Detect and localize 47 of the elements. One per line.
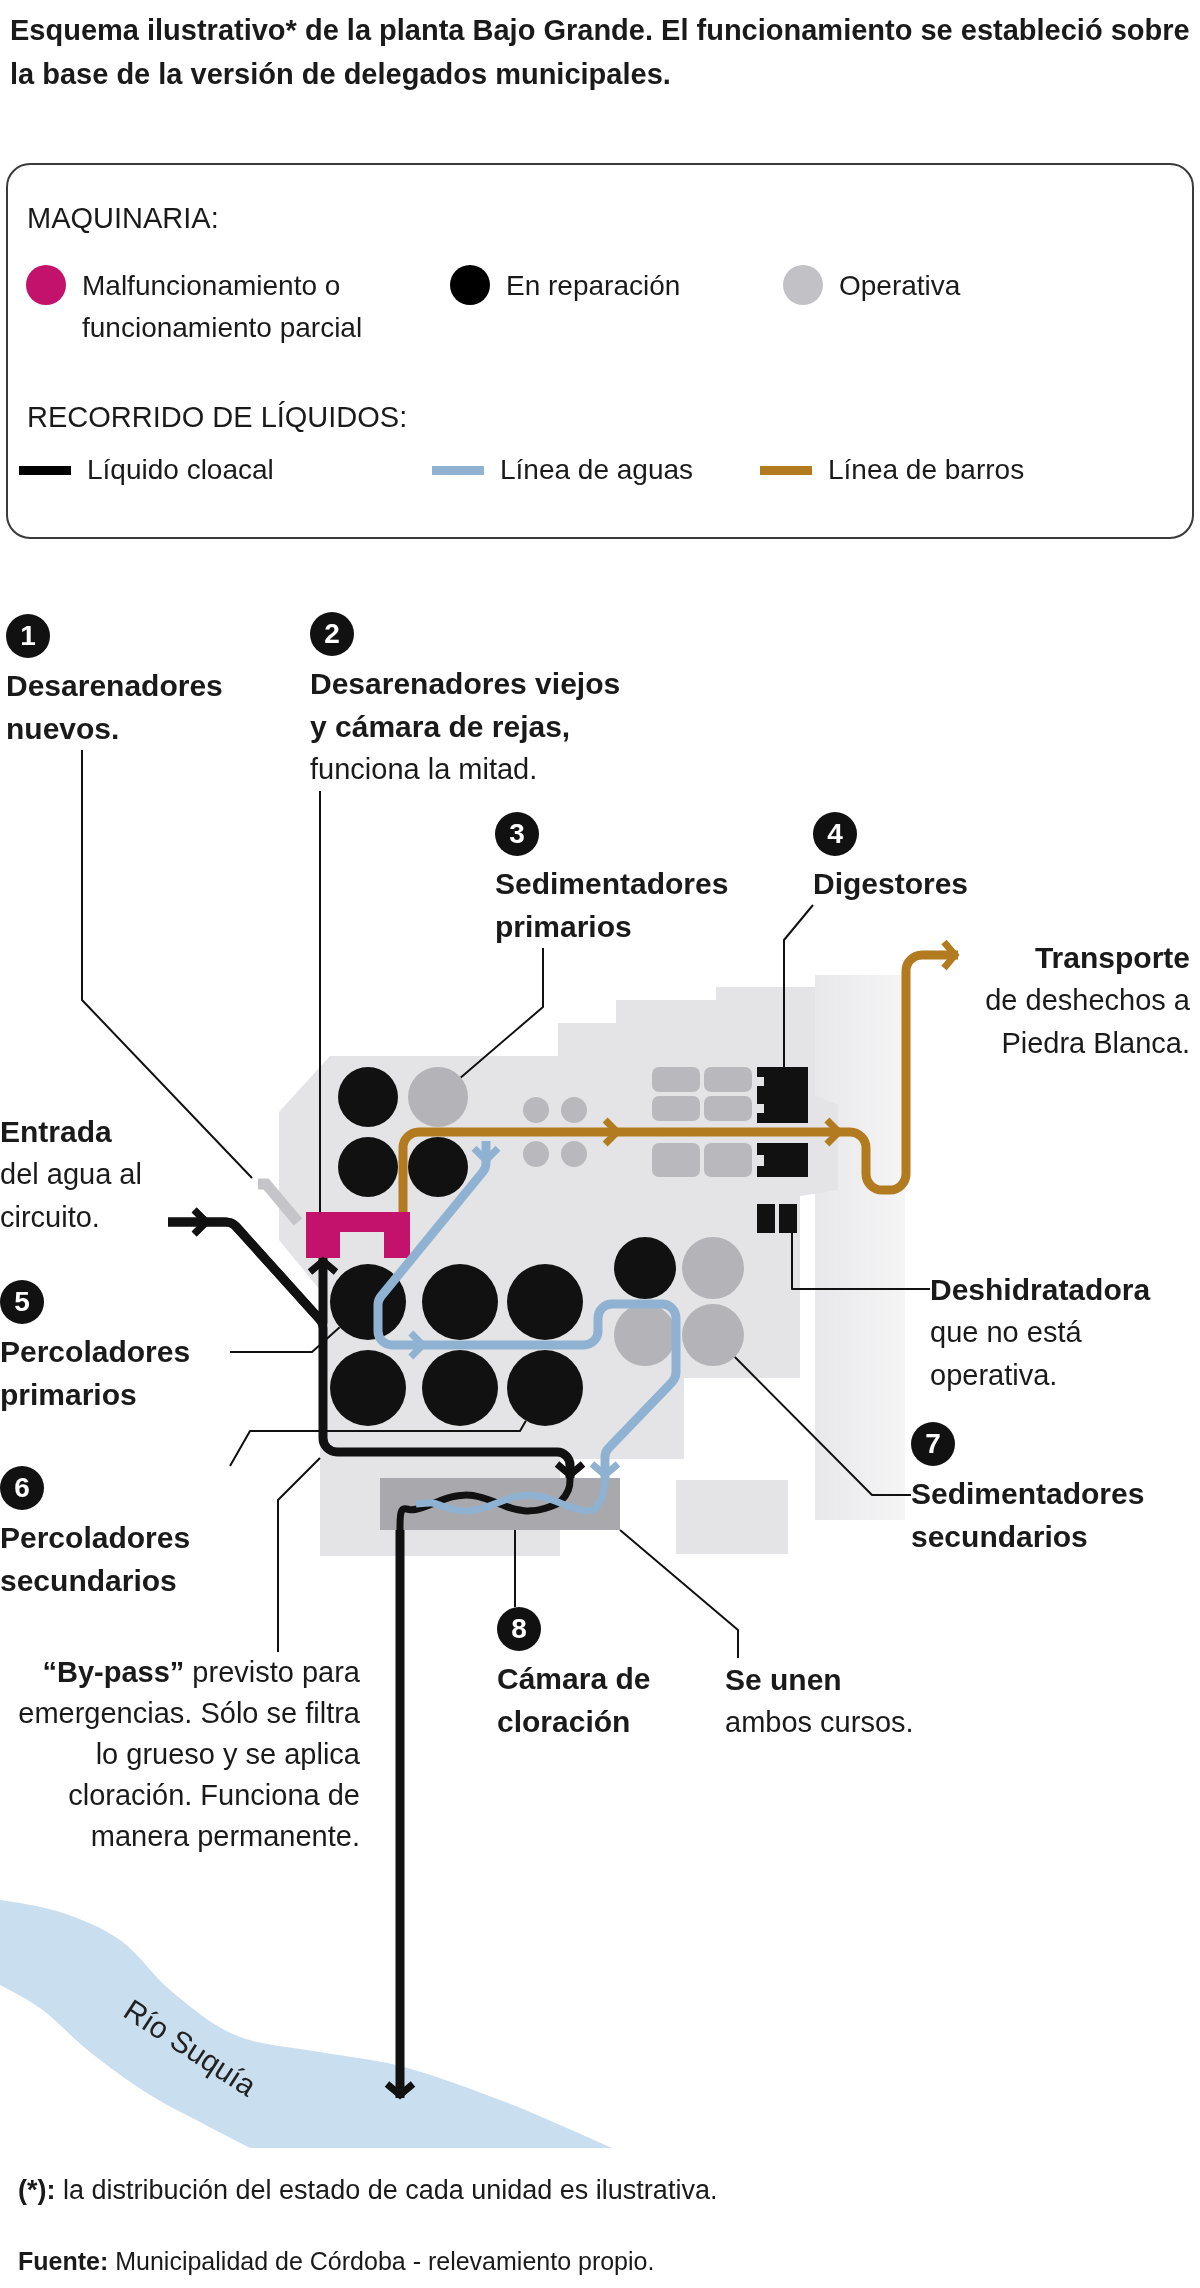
footnote: (*): la distribución del estado de cada unidad es ilustrativa.: [18, 2174, 718, 2207]
callout-heading: Desarenadores viejos y cámara de rejas,: [310, 666, 622, 745]
legend-label: Línea de aguas: [500, 453, 695, 487]
legend-label: Línea de barros: [828, 453, 1026, 487]
callout-heading: Sedimentadores secundarios: [911, 1476, 1146, 1555]
leader-line: [783, 904, 814, 1068]
leader-line: [319, 790, 321, 1213]
callout-heading: Entrada: [0, 1114, 113, 1150]
callout-heading: Percoladores secundarios: [0, 1520, 192, 1599]
callout-heading: Cámara de cloración: [497, 1661, 652, 1740]
grit-channel: [258, 1178, 303, 1226]
callout-number: 5: [0, 1280, 44, 1324]
callout-heading: Transporte: [1033, 940, 1190, 976]
leader-line: [459, 947, 544, 1079]
legend-label: Operativa: [839, 269, 962, 303]
legend-heading: MAQUINARIA:: [27, 201, 219, 236]
callout-heading: Percoladores primarios: [0, 1334, 192, 1413]
callout-heading: Digestores: [813, 866, 970, 902]
callout-number: 6: [0, 1466, 44, 1510]
callout-number: 8: [497, 1607, 541, 1651]
callout-number: 3: [495, 812, 539, 856]
callout-number: 1: [6, 614, 50, 658]
leader-line: [619, 1529, 739, 1659]
source-note: Fuente: Municipalidad de Córdoba - relevamiento propio.: [18, 2246, 655, 2277]
leader-line: [229, 1326, 341, 1353]
callout-number: 4: [813, 812, 857, 856]
legend-label: En reparación: [506, 269, 682, 303]
callout-heading: Sedimentadores primarios: [495, 866, 730, 945]
legend-label: Malfuncionamiento o funcionamiento parcial: [82, 269, 364, 345]
legend-label: Líquido cloacal: [87, 453, 275, 487]
leader-line: [277, 1457, 321, 1653]
callout-text: de deshechos a Piedra Blanca.: [984, 983, 1190, 1061]
callout-number: 7: [911, 1422, 955, 1466]
callout-heading: Se unen: [725, 1662, 843, 1698]
callout-heading: Desarenadores nuevos.: [6, 668, 224, 747]
callout-text: “By-pass” previsto para emergencias. Sólo se filtra lo grueso y se aplica cloración. Funciona de manera permanente.: [17, 1655, 360, 1854]
flow-arrow: [383, 1530, 417, 2099]
callout-heading: Deshidratadora: [930, 1272, 1152, 1308]
callout-text: que no está operativa.: [930, 1315, 1083, 1393]
leader-line: [81, 749, 253, 1179]
title: Esquema ilustrativo* de la planta Bajo Grande. El funcionamiento se estableció sobre la base de la versión de delegados municipales.: [10, 13, 1190, 92]
callout-text: funciona la mitad.: [310, 752, 539, 787]
leader-line: [791, 1232, 931, 1290]
callout-text: ambos cursos.: [725, 1705, 915, 1740]
callout-text: del agua al circuito.: [0, 1157, 143, 1235]
callout-number: 2: [310, 612, 354, 656]
legend-heading: RECORRIDO DE LÍQUIDOS:: [27, 400, 408, 435]
